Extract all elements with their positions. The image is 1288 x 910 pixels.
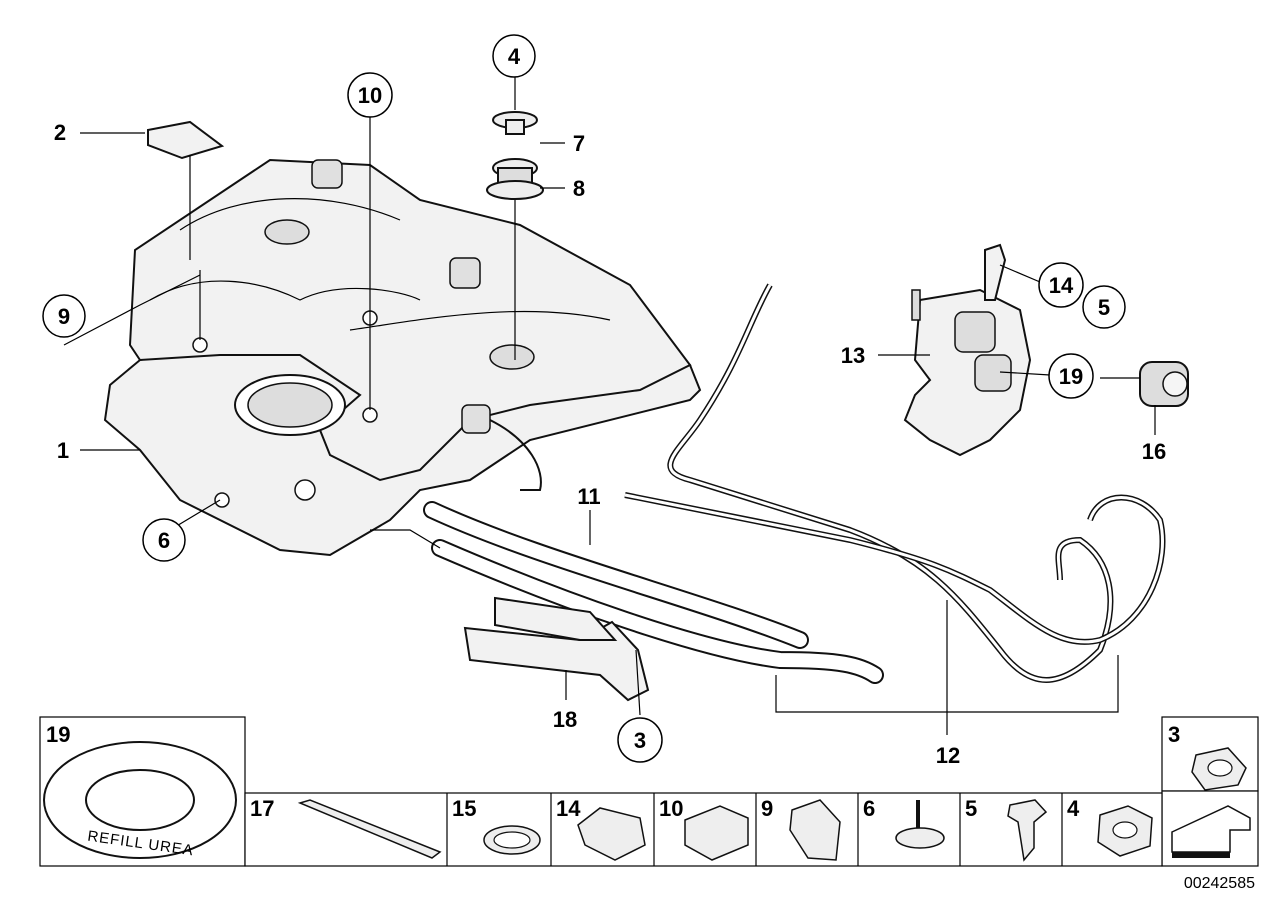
line-part-12 xyxy=(624,283,1166,683)
callout-12: 12 xyxy=(936,743,960,768)
callout-8: 8 xyxy=(573,176,585,201)
bracket-clip-icon xyxy=(789,799,841,861)
callout-5: 5 xyxy=(1098,295,1110,320)
cap-part-16 xyxy=(1139,361,1189,407)
clip-icon xyxy=(684,805,749,861)
legend-label-17: 17 xyxy=(250,796,274,821)
grommet-part-8 xyxy=(486,158,544,200)
callout-16: 16 xyxy=(1142,439,1166,464)
callout-14: 14 xyxy=(1049,273,1074,298)
callout-3: 3 xyxy=(634,728,646,753)
spring-nut-icon xyxy=(577,807,646,861)
pad-part-2 xyxy=(147,120,225,160)
callout-11: 11 xyxy=(577,484,600,509)
diagram-id: 00242585 xyxy=(1184,875,1255,892)
grommet-part-7 xyxy=(492,111,538,135)
callout-19: 19 xyxy=(1059,364,1083,389)
bracket-part-18-upper xyxy=(494,596,618,641)
callout-9: 9 xyxy=(58,304,70,329)
leader-lines xyxy=(63,77,1156,735)
cable-tie-icon xyxy=(297,799,442,859)
legend-label-14: 14 xyxy=(556,796,581,821)
screw-icon xyxy=(1007,799,1048,862)
legend-label-3: 3 xyxy=(1168,722,1180,747)
urea-tank xyxy=(103,158,702,557)
hose-part-11 xyxy=(423,501,884,684)
callout-4: 4 xyxy=(508,44,521,69)
legend-label-6: 6 xyxy=(863,796,875,821)
callout-13: 13 xyxy=(841,343,865,368)
legend-panel: 19 REFILL UREA 3 17 15 14 10 9 6 xyxy=(39,716,1259,867)
callout-7: 7 xyxy=(573,131,585,156)
legend-label-5: 5 xyxy=(965,796,977,821)
callout-6: 6 xyxy=(158,528,170,553)
callouts: 2 9 1 6 10 4 7 8 11 13 14 5 19 16 18 3 1… xyxy=(42,34,1166,768)
pump-module xyxy=(903,243,1032,457)
callout-10: 10 xyxy=(358,83,382,108)
legend-label-10: 10 xyxy=(659,796,683,821)
legend-label-9: 9 xyxy=(761,796,773,821)
legend-label-4: 4 xyxy=(1067,796,1080,821)
legend-label-19: 19 xyxy=(46,722,70,747)
callout-18: 18 xyxy=(553,707,577,732)
legend-label-15: 15 xyxy=(452,796,476,821)
callout-2: 2 xyxy=(54,120,66,145)
callout-1: 1 xyxy=(57,438,69,463)
